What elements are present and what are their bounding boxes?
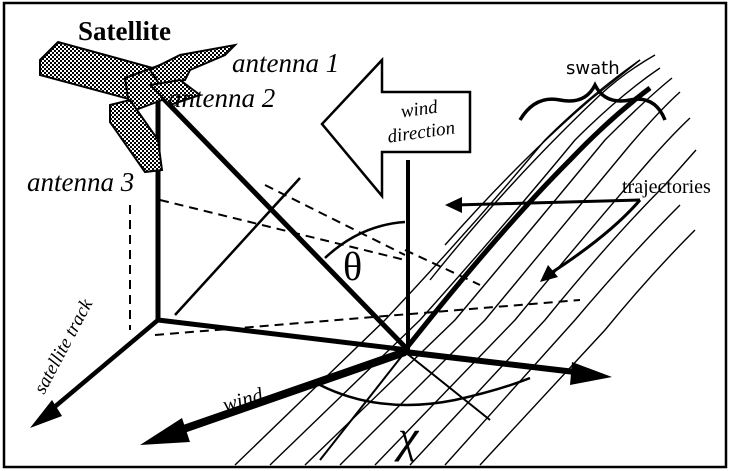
wind-arrow xyxy=(173,348,407,436)
trajectories-label: trajectories xyxy=(622,176,711,198)
satellite-track-arrowhead xyxy=(30,400,62,428)
antenna-3-label: antenna 3 xyxy=(27,167,134,197)
satellite-label: Satellite xyxy=(78,16,171,46)
cross-track-arrow xyxy=(404,349,576,375)
wind-direction-label-line1: wind xyxy=(399,97,439,123)
ground-range-line xyxy=(157,317,409,353)
swath-brace xyxy=(518,81,667,121)
ground-grid-lines xyxy=(319,351,491,461)
satellite-track-arrow xyxy=(43,318,160,417)
antenna-1-shape xyxy=(148,43,238,87)
trajectory-pointer xyxy=(454,198,642,277)
trajectory-arrowhead-left xyxy=(445,197,462,213)
wind-label: wind xyxy=(220,382,266,416)
wind-direction-arrow xyxy=(320,56,472,200)
theta-symbol: θ xyxy=(343,244,362,289)
antenna-2-label: antenna 2 xyxy=(168,83,275,113)
projection-dashed-lines xyxy=(129,184,581,336)
ground-trajectory-line xyxy=(403,86,652,352)
theta-angle-arc xyxy=(324,220,406,259)
cross-track-arrowhead xyxy=(570,362,612,385)
antenna-3-shape xyxy=(109,98,164,174)
chi-symbol: χ xyxy=(394,411,420,462)
trajectory-arrowhead-right xyxy=(540,265,558,282)
antenna-2-shape xyxy=(147,78,203,107)
cross-diagonal-line xyxy=(174,177,301,316)
antenna-1-label: antenna 1 xyxy=(232,48,339,78)
swath-label: swath xyxy=(566,58,620,79)
chi-angle-arc xyxy=(319,376,531,407)
radar-beam-line xyxy=(153,88,410,352)
wind-arrowhead xyxy=(140,418,190,445)
satellite-body xyxy=(39,40,164,114)
